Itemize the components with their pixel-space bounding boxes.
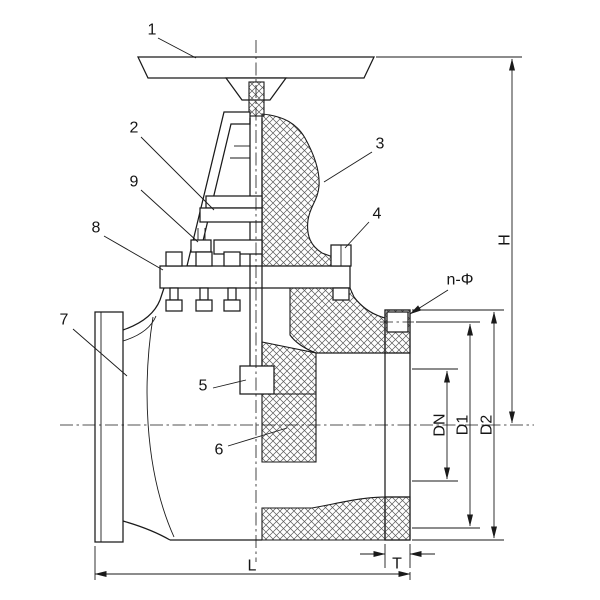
stem-top-section <box>248 81 265 117</box>
body-bottom-wall-section <box>261 496 386 541</box>
centerlines <box>60 40 534 562</box>
dimension-T: T <box>360 544 435 573</box>
valve-body-elevation <box>94 287 262 543</box>
trim-details <box>190 195 316 395</box>
body-neck-bottom-contour <box>122 520 171 541</box>
dim-label-h: H <box>497 234 514 246</box>
bolt-nut-top <box>195 251 213 267</box>
part-label-1: 1 <box>148 22 157 39</box>
leader-3 <box>323 151 373 183</box>
dimension-H: H <box>376 56 522 424</box>
dim-label-d1: D1 <box>455 415 472 436</box>
bolt-nut-bottom <box>165 299 183 312</box>
bolt-nut-top <box>223 251 241 267</box>
bonnet-bolt-4-lower-nut <box>332 287 350 301</box>
dimension-DN: DN <box>412 368 458 482</box>
seat-partition-section <box>261 341 317 463</box>
stem-nut-lower <box>199 207 263 223</box>
bolt-nut-bottom <box>223 299 241 312</box>
part-label-4: 4 <box>373 206 382 223</box>
gland-bolt-nut <box>190 239 212 253</box>
bonnet-flange-bolts <box>165 244 352 312</box>
part-label-2: 2 <box>130 120 139 137</box>
leader-2 <box>140 136 215 211</box>
part-label-8: 8 <box>92 220 101 237</box>
leader-8 <box>103 235 164 271</box>
part-label-7: 7 <box>60 312 69 329</box>
dimension-L: L <box>94 546 411 580</box>
leader-5 <box>212 379 247 389</box>
dim-label-d2: D2 <box>479 415 496 436</box>
dimension-D2: D2 <box>412 309 504 541</box>
bolt-nut-bottom <box>195 299 213 312</box>
dim-label-l: L <box>248 558 257 575</box>
bolt-stud <box>227 287 237 301</box>
stem-nut-upper <box>205 195 263 209</box>
part-label-3: 3 <box>376 136 385 153</box>
bonnet-section <box>261 113 350 267</box>
outlet-flange-bottom-section <box>384 496 411 541</box>
dim-label-dn: DN <box>432 413 449 436</box>
bolt-nut-top <box>165 251 183 267</box>
bolt-hole-callout: n-Φ <box>409 272 474 315</box>
leader-9 <box>140 189 199 243</box>
section-hatching <box>261 113 411 541</box>
body-neck-top-contour <box>122 287 165 331</box>
bolt-holes-label: n-Φ <box>447 272 474 289</box>
bolt-stud <box>169 287 179 301</box>
dimension-D1: D1 <box>412 321 480 529</box>
bonnet-flange <box>159 265 351 289</box>
leader-6 <box>227 427 288 447</box>
bolt-hole-leader <box>409 289 449 315</box>
part-label-5: 5 <box>199 378 208 395</box>
bolt-stud <box>199 287 209 301</box>
leader-1 <box>157 37 197 59</box>
dim-label-t: T <box>392 556 402 573</box>
part-label-6: 6 <box>215 442 224 459</box>
body-neck-top-inner-contour <box>122 315 157 342</box>
leader-7 <box>72 328 128 377</box>
flow-bore <box>316 352 410 498</box>
part-label-9: 9 <box>130 174 139 191</box>
leader-4 <box>344 221 370 249</box>
part-callouts: 1 2 3 4 5 6 7 8 9 <box>60 22 385 459</box>
body-bowl-contour <box>146 316 175 538</box>
inlet-flange <box>94 311 124 543</box>
